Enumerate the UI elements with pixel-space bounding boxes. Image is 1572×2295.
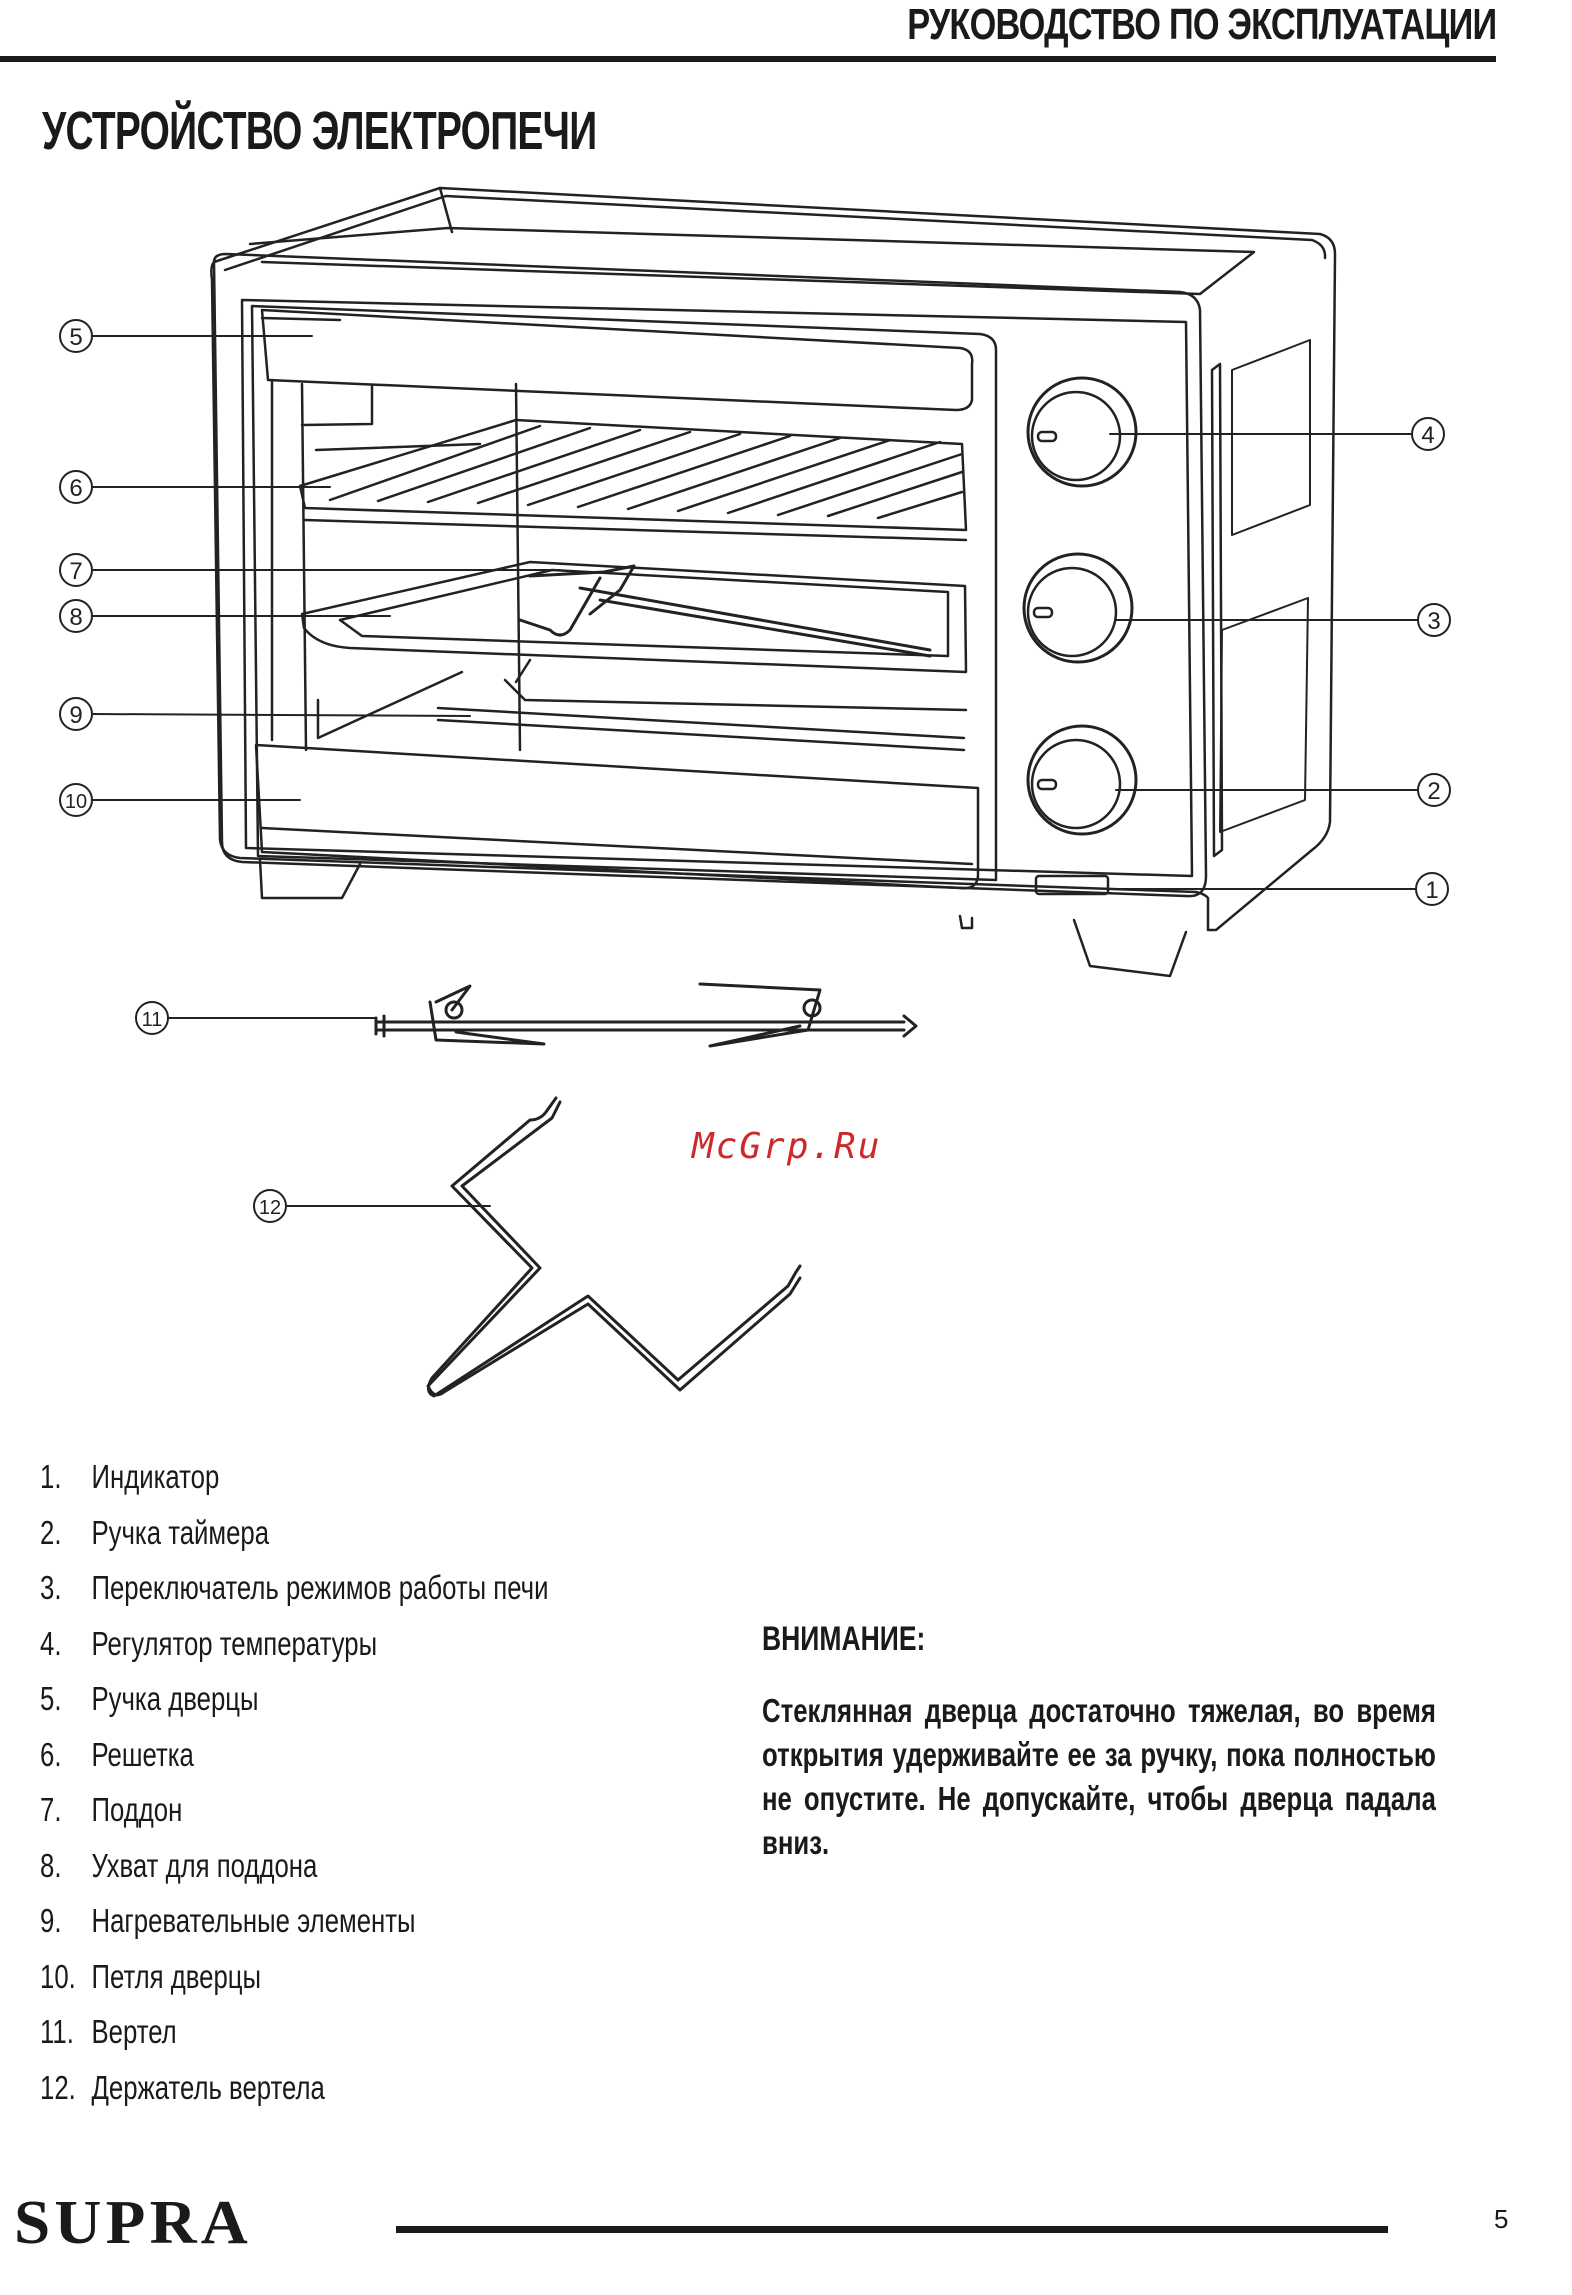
brand-logo: SUPRA: [14, 2189, 253, 2257]
item-label: Индикатор: [91, 1458, 220, 1495]
mode-switch-knob: [1022, 552, 1134, 664]
header-title: РУКОВОДСТВО ПО ЭКСПЛУАТАЦИИ: [906, 0, 1497, 49]
door-handle: [260, 308, 974, 412]
list-item: 7. Поддон: [40, 1791, 548, 1847]
list-item: 4. Регулятор температуры: [40, 1625, 548, 1681]
footer-divider: [396, 2226, 1388, 2233]
header-divider: [0, 56, 1496, 62]
rotisserie-spit: [374, 982, 918, 1048]
list-item: 12. Держатель вертела: [40, 2069, 548, 2125]
baking-tray: [300, 560, 968, 712]
warning-block: ВНИМАНИЕ: Стеклянная дверца достаточно т…: [762, 1620, 1436, 1865]
item-label: Вертел: [91, 2013, 177, 2050]
item-label: Ручка таймера: [91, 1513, 270, 1551]
item-label: Петля дверцы: [91, 1957, 262, 1995]
oven-diagram: 1 2 3 4 5 6 7 8 9 10 11 12: [59, 186, 1451, 1398]
callout-4: 4: [1421, 422, 1434, 449]
item-label: Решетка: [91, 1735, 194, 1773]
timer-knob: [1026, 724, 1138, 836]
item-number: 11.: [40, 2013, 74, 2050]
list-item: 8. Ухват для поддона: [40, 1847, 548, 1903]
item-label: Переключатель режимов работы печи: [91, 1569, 549, 1606]
list-item: 11. Вертел: [40, 2013, 548, 2069]
callout-6: 6: [69, 475, 82, 502]
item-label: Регулятор температуры: [91, 1624, 378, 1662]
item-number: 8.: [40, 1846, 62, 1884]
callout-3: 3: [1427, 608, 1440, 635]
callout-12: 12: [259, 1197, 281, 1219]
callout-10: 10: [65, 791, 87, 813]
list-item: 9. Нагревательные элементы: [40, 1902, 548, 1958]
temperature-knob: [1026, 376, 1138, 488]
parts-list: 1. Индикатор 2. Ручка таймера 3. Переключат…: [40, 1458, 692, 2124]
page-number: 5: [1494, 2204, 1509, 2234]
section-title: УСТРОЙСТВО ЭЛЕКТРОПЕЧИ: [42, 101, 597, 161]
list-item: 6. Решетка: [40, 1736, 548, 1792]
list-item: 10. Петля дверцы: [40, 1958, 548, 2014]
item-label: Поддон: [91, 1791, 183, 1828]
tray-grabber: [518, 564, 932, 658]
callout-8: 8: [69, 604, 82, 631]
item-label: Ухват для поддона: [91, 1846, 318, 1884]
item-label: Держатель вертела: [91, 2068, 325, 2106]
wire-rack: [298, 418, 968, 542]
item-number: 7.: [40, 1791, 62, 1828]
callout-5: 5: [69, 324, 82, 351]
callout-7: 7: [69, 558, 82, 585]
spit-holder: [427, 1096, 802, 1398]
item-number: 2.: [40, 1513, 62, 1551]
callout-2: 2: [1427, 778, 1440, 805]
item-label: Нагревательные элементы: [91, 1902, 416, 1939]
item-number: 12.: [40, 2068, 76, 2106]
warning-title: ВНИМАНИЕ:: [762, 1620, 926, 1658]
item-number: 3.: [40, 1569, 62, 1606]
item-number: 10.: [40, 1957, 76, 1995]
item-number: 5.: [40, 1680, 62, 1717]
item-number: 4.: [40, 1624, 62, 1662]
list-item: 3. Переключатель режимов работы печи: [40, 1569, 548, 1625]
list-item: 2. Ручка таймера: [40, 1514, 548, 1570]
callout-1: 1: [1425, 877, 1438, 904]
heating-element: [436, 706, 966, 752]
item-number: 9.: [40, 1902, 62, 1939]
indicator-light: [1034, 874, 1110, 896]
watermark: McGrp.Ru: [692, 1126, 882, 1167]
item-label: Ручка дверцы: [91, 1680, 259, 1717]
list-item: 1. Индикатор: [40, 1458, 548, 1514]
callout-9: 9: [69, 702, 82, 729]
item-number: 6.: [40, 1735, 62, 1773]
callout-11: 11: [142, 1009, 163, 1031]
item-number: 1.: [40, 1458, 62, 1495]
warning-text: Стеклянная дверца достаточно тяжелая, во…: [762, 1692, 1436, 1861]
door-hinge-bar: [254, 743, 980, 890]
list-item: 5. Ручка дверцы: [40, 1680, 548, 1736]
oven-body: [210, 186, 1337, 932]
